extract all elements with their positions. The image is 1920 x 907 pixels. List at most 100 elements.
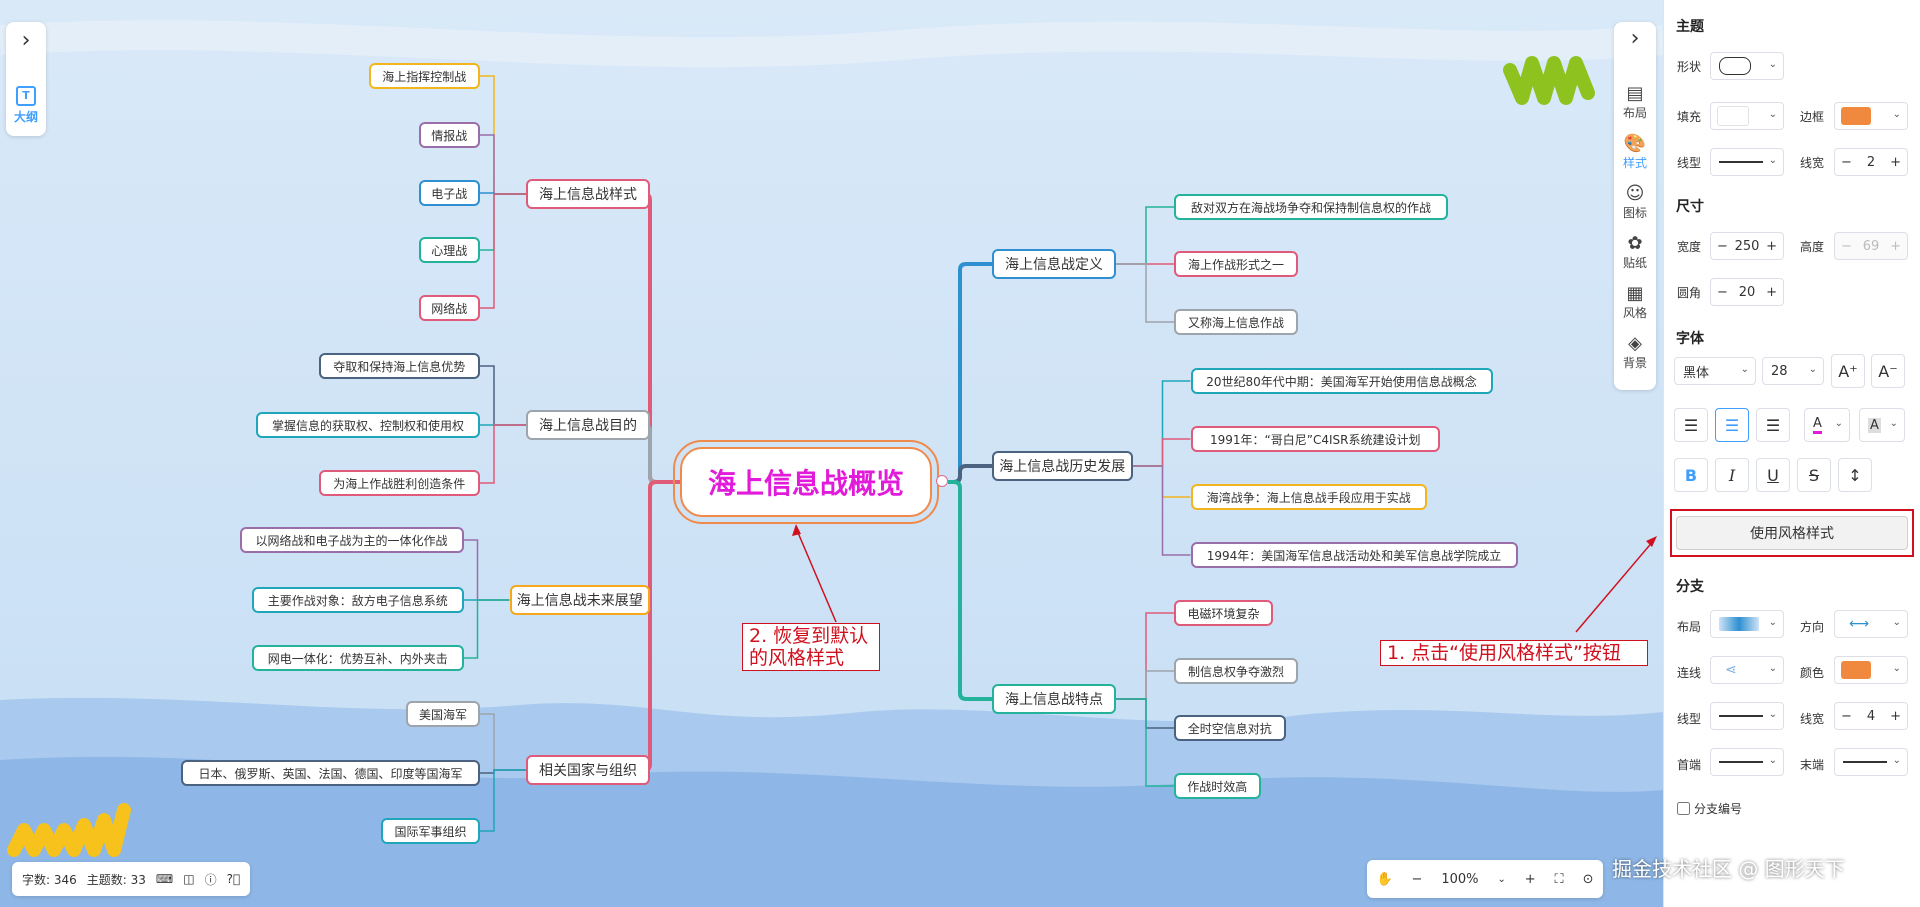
sub-topic[interactable]: 海上指挥控制战 (368, 63, 480, 89)
sub-topic[interactable]: 电子战 (418, 180, 480, 206)
decrement-button[interactable]: − (1841, 154, 1852, 170)
decrement-button[interactable]: − (1717, 238, 1728, 254)
shape-select[interactable]: ⌄ (1710, 52, 1784, 80)
align-right-icon[interactable]: ☰ (1756, 408, 1790, 442)
branch-topic[interactable]: 相关国家与组织 (526, 755, 650, 785)
bold-icon[interactable]: B (1674, 458, 1708, 492)
branch-direction-select[interactable]: ⟷ ⌄ (1834, 610, 1908, 638)
highlight-box (1670, 509, 1914, 557)
sub-topic[interactable]: 以网络战和电子战为主的一体化作战 (239, 527, 464, 553)
toolbar-style[interactable]: 🎨样式 (1622, 133, 1647, 171)
checkbox-input[interactable] (1677, 802, 1690, 815)
chevron-down-icon: ⌄ (1892, 663, 1901, 674)
font-size-increase-icon[interactable]: A⁺ (1831, 354, 1865, 388)
line-type-select[interactable]: ⌄ (1710, 148, 1784, 176)
italic-icon[interactable]: I (1715, 458, 1749, 492)
sub-topic[interactable]: 掌握信息的获取权、控制权和使用权 (256, 412, 480, 438)
branch-topic[interactable]: 海上信息战历史发展 (992, 451, 1133, 481)
branch-topic[interactable]: 海上信息战样式 (526, 179, 650, 209)
increment-button[interactable]: + (1766, 284, 1777, 300)
fit-view-icon[interactable]: ⛶ (1554, 871, 1564, 887)
zoom-in-button[interactable]: + (1524, 871, 1536, 887)
branch-color-select[interactable]: ⌄ (1834, 656, 1908, 684)
highlight-color-select[interactable]: A ⌄ (1859, 408, 1905, 442)
outline-button[interactable]: T 大纲 (6, 86, 46, 125)
sub-topic[interactable]: 网电一体化：优势互补、内外夹击 (252, 645, 464, 671)
connector-select[interactable]: ⋖ ⌄ (1710, 656, 1784, 684)
sub-topic[interactable]: 夺取和保持海上信息优势 (318, 353, 480, 379)
sub-topic[interactable]: 作战时效高 (1174, 773, 1261, 799)
sub-topic[interactable]: 主要作战对象：敌方电子信息系统 (252, 587, 464, 613)
sub-topic[interactable]: 网络战 (418, 295, 480, 321)
font-color-select[interactable]: A ⌄ (1804, 408, 1850, 442)
expand-chevron-icon[interactable]: › (21, 28, 31, 53)
keyboard-icon[interactable]: ⌨ (155, 872, 174, 886)
root-topic[interactable]: 海上信息战概览 (673, 440, 939, 524)
sub-topic[interactable]: 1994年：美国海军信息战活动处和美军信息战学院成立 (1190, 542, 1518, 568)
align-left-icon[interactable]: ☰ (1674, 408, 1708, 442)
radius-stepper[interactable]: −20+ (1710, 278, 1784, 306)
zoom-level[interactable]: 100% (1441, 871, 1479, 887)
sub-topic[interactable]: 为海上作战胜利创造条件 (318, 470, 480, 496)
chevron-down-icon[interactable]: ⌄ (1497, 873, 1506, 885)
increment-button[interactable]: + (1890, 708, 1901, 724)
sub-topic[interactable]: 情报战 (418, 122, 480, 148)
font-family-select[interactable]: 黑体 ⌄ (1674, 357, 1756, 385)
sub-topic[interactable]: 制信息权争夺激烈 (1174, 658, 1298, 684)
branch-line-width-stepper[interactable]: −4+ (1834, 702, 1908, 730)
head-end-select[interactable]: ⌄ (1710, 748, 1784, 776)
border-color-select[interactable]: ⌄ (1834, 102, 1908, 130)
branch-line-type-select[interactable]: ⌄ (1710, 702, 1784, 730)
branch-topic[interactable]: 海上信息战未来展望 (509, 585, 650, 615)
toolbar-icon[interactable]: ☺图标 (1622, 183, 1647, 221)
branch-layout-select[interactable]: ⌄ (1710, 610, 1784, 638)
sub-topic[interactable]: 海湾战争：海上信息战手段应用于实战 (1190, 484, 1427, 510)
underline-icon[interactable]: U (1756, 458, 1790, 492)
branch-topic[interactable]: 海上信息战目的 (526, 410, 650, 440)
decrement-button[interactable]: − (1841, 708, 1852, 724)
sub-topic[interactable]: 又称海上信息作战 (1174, 309, 1298, 335)
sub-topic[interactable]: 电磁环境复杂 (1174, 600, 1273, 626)
toolbar-layout[interactable]: ▤布局 (1622, 83, 1647, 121)
branch-number-checkbox[interactable]: 分支编号 (1677, 800, 1742, 817)
minimap-icon[interactable]: ◫ (183, 872, 195, 886)
use-style-button[interactable]: 使用风格样式 (1676, 516, 1908, 550)
info-icon[interactable]: ⓘ (204, 872, 217, 887)
width-stepper[interactable]: −250+ (1710, 232, 1784, 260)
align-center-icon[interactable]: ☰ (1715, 408, 1749, 442)
section-theme: 主题 (1676, 19, 1704, 35)
toolbar-theme[interactable]: ▦风格 (1622, 283, 1647, 321)
branch-topic[interactable]: 海上信息战特点 (992, 684, 1116, 714)
increment-button[interactable]: + (1890, 154, 1901, 170)
sub-topic[interactable]: 心理战 (418, 237, 480, 263)
hand-icon[interactable]: ✋ (1376, 871, 1393, 887)
sub-topic[interactable]: 1991年：“哥白尼”C4ISR系统建设计划 (1190, 426, 1440, 452)
sub-topic[interactable]: 20世纪80年代中期：美国海军开始使用信息战概念 (1190, 368, 1493, 394)
increment-button[interactable]: + (1766, 238, 1777, 254)
help-icon[interactable]: ?⃝ (226, 872, 241, 886)
decrement-button[interactable]: − (1717, 284, 1728, 300)
sub-topic[interactable]: 美国海军 (406, 701, 480, 727)
sub-topic[interactable]: 敌对双方在海战场争夺和保持制信息权的作战 (1174, 194, 1448, 220)
zoom-out-button[interactable]: − (1411, 871, 1423, 887)
locate-icon[interactable]: ⊙ (1582, 871, 1594, 887)
fill-color-select[interactable]: ⌄ (1710, 102, 1784, 130)
sub-topic[interactable]: 海上作战形式之一 (1174, 251, 1298, 277)
toolbar-sticker[interactable]: ✿贴纸 (1622, 233, 1647, 271)
sub-topic[interactable]: 国际军事组织 (381, 818, 480, 844)
line-height-icon[interactable]: ↕ (1838, 458, 1872, 492)
connector-line (480, 134, 526, 195)
font-size-select[interactable]: 28 ⌄ (1762, 357, 1824, 385)
strikethrough-icon[interactable]: S (1797, 458, 1831, 492)
mindmap-canvas[interactable]: 海上信息战样式 海上指挥控制战情报战电子战心理战网络战海上信息战目的 夺取和保持海上… (0, 0, 1663, 907)
highlight-icon: A (1868, 417, 1881, 433)
sub-topic[interactable]: 全时空信息对抗 (1174, 715, 1286, 741)
toolbar-background[interactable]: ◈背景 (1622, 333, 1647, 371)
collapse-toggle[interactable] (936, 475, 948, 487)
branch-topic[interactable]: 海上信息战定义 (992, 249, 1116, 279)
tail-end-select[interactable]: ⌄ (1834, 748, 1908, 776)
font-size-decrease-icon[interactable]: A⁻ (1871, 354, 1905, 388)
sub-topic[interactable]: 日本、俄罗斯、英国、法国、德国、印度等国海军 (181, 760, 480, 786)
collapse-panel-chevron-icon[interactable]: › (1630, 26, 1640, 51)
line-width-stepper[interactable]: −2+ (1834, 148, 1908, 176)
